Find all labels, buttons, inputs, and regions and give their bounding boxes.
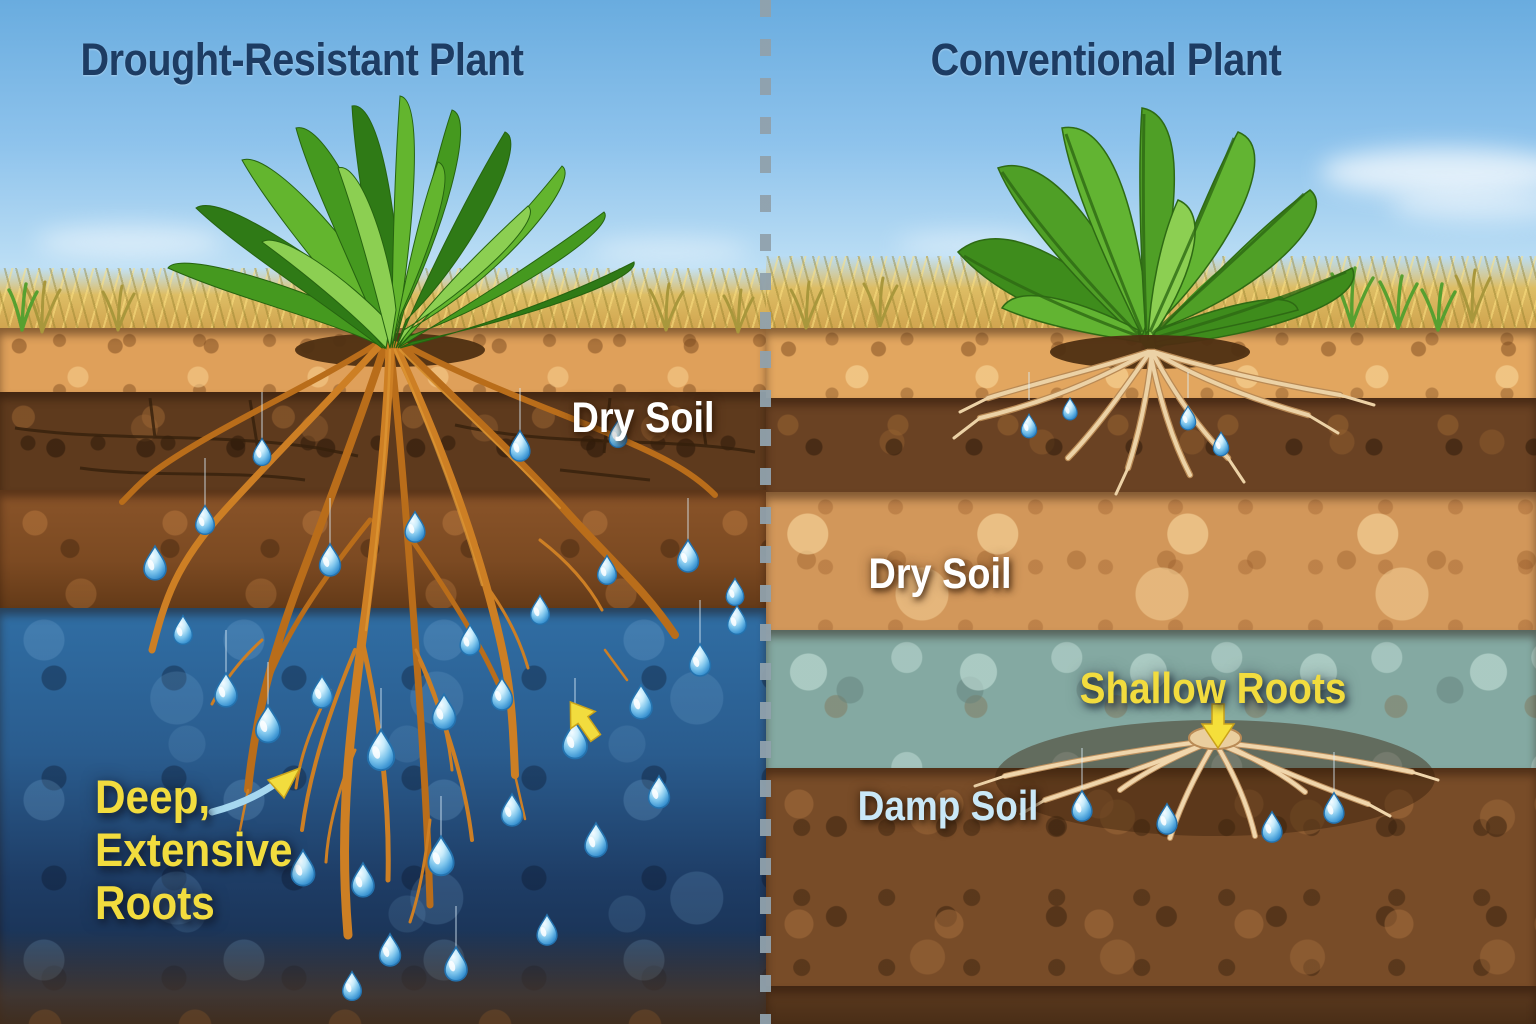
shallow-roots-upper (952, 348, 1376, 496)
water-droplets-shallow (1020, 372, 1230, 457)
damp-soil-label: Damp Soil (857, 782, 1039, 829)
conventional-plant-leaves (956, 107, 1355, 347)
down-arrow-icon (1200, 703, 1236, 750)
left-topsoil-layer (0, 328, 766, 392)
deep-roots-line3: Roots (95, 876, 215, 929)
soil-cracks (14, 397, 756, 482)
droplet-threads (204, 388, 701, 948)
deep-roots-line1: Deep, (95, 770, 211, 823)
right-dark-soil-layer (766, 398, 1536, 492)
right-dry-soil-label: Dry Soil (868, 550, 1012, 598)
dashed-divider-line (760, 0, 771, 1024)
water-droplets-damp (1071, 748, 1345, 843)
left-title: Drought-Resistant Plant (80, 34, 524, 85)
right-dry-soil-layer (766, 492, 1536, 630)
up-arrow-icon (569, 700, 602, 743)
right-deepest-soil-layer (766, 986, 1536, 1024)
curved-arrow-icon (208, 766, 302, 816)
cloud (35, 226, 225, 258)
shallow-roots-label: Shallow Roots (1079, 664, 1347, 713)
right-lower-soil-layer (766, 768, 1536, 986)
deep-extensive-roots-label: Deep, Extensive Roots (95, 770, 293, 929)
deep-roots (119, 340, 718, 940)
cloud (590, 238, 750, 264)
right-title: Conventional Plant (930, 34, 1282, 85)
left-dry-soil-label: Dry Soil (571, 394, 715, 442)
right-damp-soil-layer (766, 630, 1536, 768)
drought-resistant-plant (167, 95, 635, 350)
deep-roots-line2: Extensive (95, 823, 293, 876)
cloud (1390, 188, 1536, 222)
